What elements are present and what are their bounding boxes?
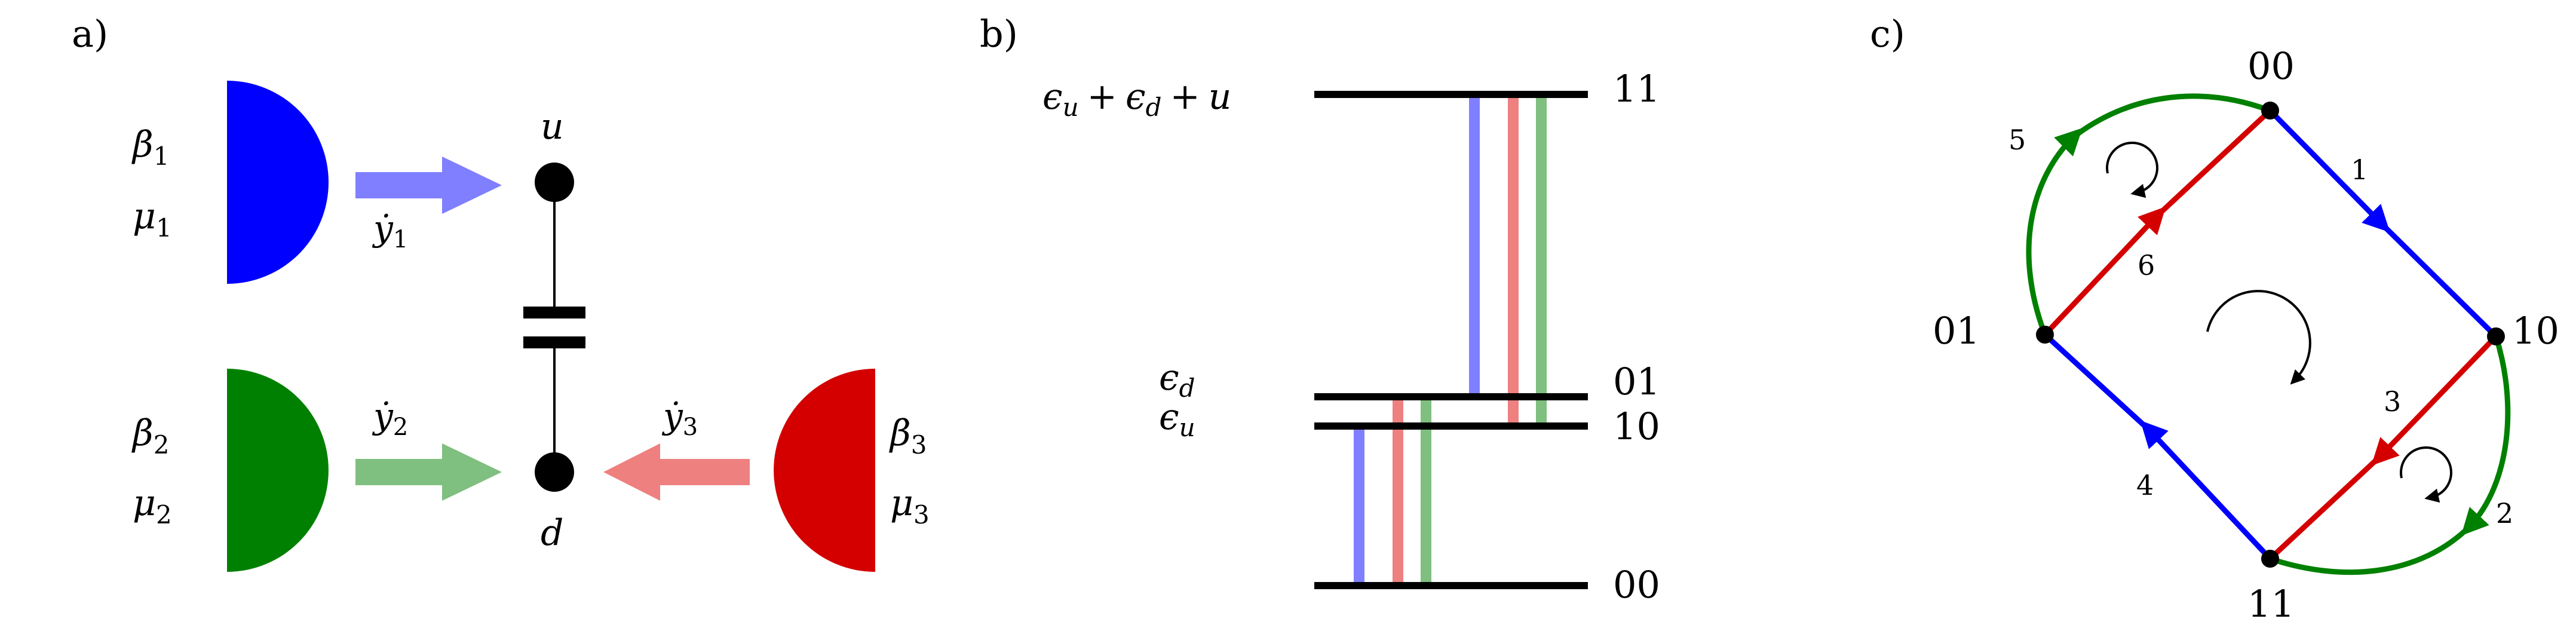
edge-4 — [2140, 420, 2273, 561]
edge-2-label: 2 — [2496, 497, 2513, 529]
node-10 — [2487, 327, 2505, 345]
dot-upper — [535, 163, 574, 202]
panel-b-label: b) — [980, 12, 1018, 56]
level-10-state: 10 — [1613, 405, 1660, 448]
flow-1-label: ẏ1 — [372, 208, 408, 253]
dot-upper-label: u — [541, 106, 564, 148]
level-00-state: 00 — [1613, 563, 1660, 607]
node-00-label: 00 — [2247, 44, 2295, 88]
capacitor-plate-top — [523, 307, 585, 318]
edge-4-label: 4 — [2136, 469, 2154, 501]
reservoir-2-shape — [227, 369, 329, 572]
flow-2-label: ẏ2 — [372, 396, 408, 441]
edge-5-rest — [2071, 93, 2271, 140]
reservoir-1-mu: μ1 — [133, 195, 172, 243]
level-01-state: 01 — [1613, 360, 1660, 403]
edge-1-rest — [2378, 220, 2498, 339]
node-01 — [2036, 326, 2054, 344]
panel-c: c) 00 10 11 01 1 2 3 4 5 6 — [1870, 12, 2559, 626]
edge-1-label: 1 — [2351, 154, 2368, 186]
edge-3-label: 3 — [2384, 385, 2401, 418]
capacitor-plate-bottom — [523, 336, 585, 348]
rotation-large-icon — [2206, 290, 2311, 385]
panel-b: b) 11 01 10 00 ϵu+ϵd+u ϵd ϵu — [980, 12, 1660, 607]
panel-c-label: c) — [1870, 12, 1905, 56]
reservoir-3-shape — [774, 369, 875, 572]
edge-6-label: 6 — [2138, 249, 2155, 281]
level-11-energy: ϵu+ϵd+u — [1042, 76, 1231, 122]
node-01-label: 01 — [1933, 309, 1980, 353]
reservoir-1-beta: β1 — [131, 124, 169, 171]
edge-3 — [2371, 334, 2498, 466]
reservoir-3-beta: β3 — [889, 412, 927, 460]
reservoir-3-mu: μ3 — [890, 482, 930, 529]
flow-3-arrow — [603, 443, 750, 501]
node-11 — [2261, 550, 2279, 568]
level-01-energy: ϵd — [1159, 357, 1195, 403]
edge-3-rest — [2268, 454, 2383, 561]
flow-1-arrow — [355, 157, 502, 214]
dot-lower — [535, 452, 574, 492]
reservoir-1-shape — [227, 81, 329, 284]
level-11-state: 11 — [1613, 67, 1660, 111]
panel-a: a) β1 μ1 β2 μ2 β3 μ3 ẏ1 ẏ2 ẏ3 u d — [72, 12, 930, 572]
node-00 — [2261, 102, 2279, 120]
edge-6-rest — [2154, 108, 2273, 219]
rotation-small-lower-icon — [2400, 446, 2452, 503]
reservoir-2-beta: β2 — [131, 412, 169, 460]
edge-1 — [2268, 108, 2390, 233]
edge-4-rest — [2043, 332, 2152, 433]
edge-2-rest — [2269, 523, 2473, 575]
flow-3-label: ẏ3 — [661, 396, 698, 441]
flow-2-arrow — [355, 443, 502, 501]
reservoir-2-mu: μ2 — [133, 482, 172, 529]
panel-a-label: a) — [72, 12, 108, 56]
edge-6 — [2043, 206, 2166, 337]
edge-5-label: 5 — [2008, 124, 2026, 156]
level-10-energy: ϵu — [1159, 396, 1195, 442]
node-11-label: 11 — [2247, 582, 2295, 626]
edge-5 — [2026, 128, 2083, 336]
edge-2 — [2461, 335, 2511, 536]
node-10-label: 10 — [2512, 309, 2559, 353]
rotation-small-upper-icon — [2106, 141, 2158, 198]
dot-lower-label: d — [541, 512, 563, 554]
